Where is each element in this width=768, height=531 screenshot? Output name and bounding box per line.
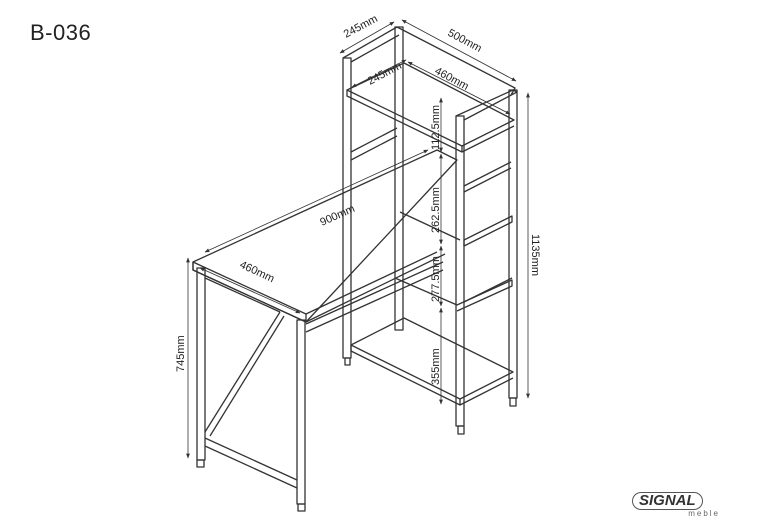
product-code: B-036	[30, 20, 92, 45]
dimension-labels: 245mm 500mm 245mm 460mm 112.5mm 262.5mm …	[175, 13, 541, 385]
shelf-right-back-post	[508, 89, 518, 399]
shelf-front-post	[455, 115, 465, 427]
logo-sub-text: meble	[688, 509, 720, 518]
dim-shelf-top-depth: 245mm	[342, 13, 380, 41]
dim-gap-4: 355mm	[430, 348, 442, 385]
brand-logo: SIGNAL meble	[632, 492, 724, 520]
shelf-board-bottom	[350, 317, 514, 400]
desk-front-right-leg	[296, 319, 306, 505]
dim-gap-1: 112.5mm	[430, 105, 442, 150]
dim-gap-3: 277.5mm	[430, 256, 442, 302]
dim-shelf-top-width: 500mm	[446, 27, 484, 55]
dimension-lines	[186, 19, 530, 459]
dim-shelf-inner-width: 460mm	[433, 65, 471, 93]
desk-front-left-leg	[196, 267, 206, 461]
dim-gap-2: 262.5mm	[430, 187, 442, 233]
dim-total-height: 1135mm	[529, 234, 541, 276]
shelf-board-2	[463, 215, 513, 247]
dim-shelf-inner-depth: 245mm	[366, 60, 404, 88]
dim-desk-height: 745mm	[175, 335, 187, 372]
logo-main-text: SIGNAL	[632, 492, 703, 510]
desk-top	[192, 149, 458, 323]
dim-desk-depth: 460mm	[238, 259, 276, 285]
